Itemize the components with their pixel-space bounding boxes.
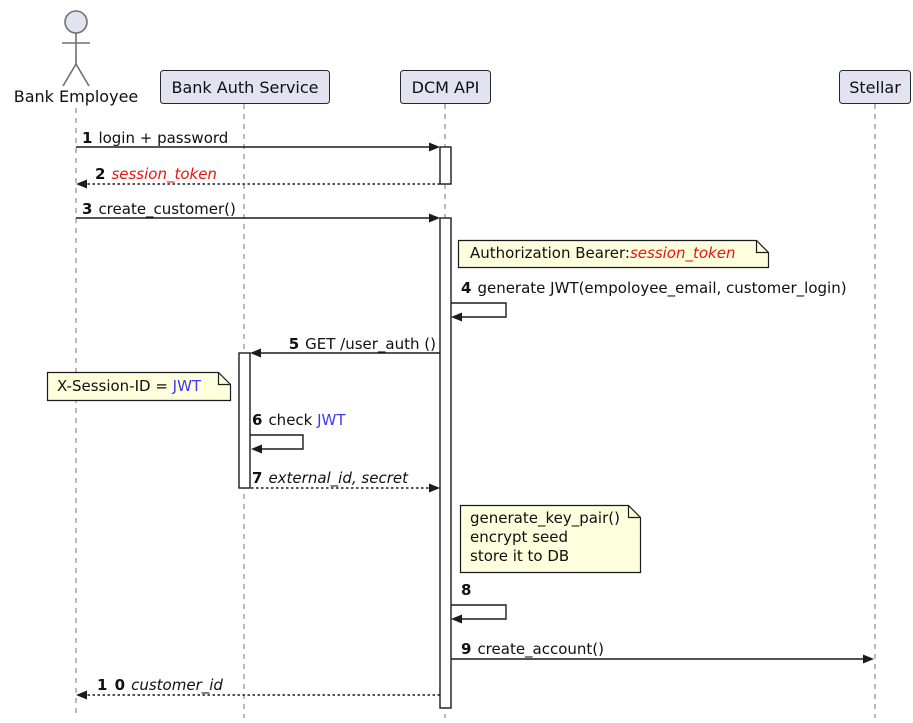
activation-dcm-api-1: [439, 146, 452, 185]
message-text: customer_id: [131, 676, 223, 694]
message-text: session_token: [111, 165, 217, 183]
arrow-msg-6-self: [250, 434, 304, 450]
activation-bars: [238, 146, 452, 709]
activation-dcm-api-2: [439, 217, 452, 709]
participant-stellar: Stellar: [839, 70, 911, 104]
note-shapes: [46, 239, 770, 574]
note-session-id: X-Session-ID = JWT: [57, 377, 201, 396]
message-arrows: [76, 142, 874, 700]
message-number: 1 0: [97, 676, 127, 694]
note-line: generate_key_pair(): [470, 509, 620, 527]
arrow-msg-8-self: [451, 604, 507, 620]
message-text-jwt: JWT: [317, 411, 346, 429]
message-number: 8: [461, 581, 473, 599]
message-number: 5: [288, 335, 301, 353]
participant-bank-auth-service: Bank Auth Service: [160, 70, 330, 104]
message-text: create_customer(): [98, 200, 236, 218]
message-text: external_id, secret: [268, 469, 408, 487]
note-keypair: generate_key_pair() encrypt seed store i…: [470, 509, 620, 566]
note-text: Authorization Bearer:: [470, 244, 630, 262]
message-number: 3: [82, 200, 94, 218]
arrow-msg-4-self: [451, 302, 507, 318]
message-number: 1: [82, 129, 94, 147]
message-number: 4: [461, 279, 473, 297]
note-text-session-token: session_token: [629, 244, 736, 262]
note-authorization: Authorization Bearer:session_token: [470, 244, 735, 263]
message-text: create_account(): [477, 640, 605, 658]
message-text: GET /user_auth (): [305, 335, 436, 353]
note-keypair-shape: [459, 504, 642, 574]
message-label-8: 8: [461, 581, 477, 599]
participant-bank-employee: Bank Employee: [13, 87, 139, 106]
note-session-id-shape: [46, 371, 232, 402]
actor-icon: [62, 10, 90, 87]
message-text: generate JWT(empoloyee_email, customer_l…: [477, 279, 847, 297]
message-number: 2: [95, 165, 107, 183]
activation-bank-auth: [238, 352, 251, 489]
note-text: X-Session-ID =: [57, 377, 173, 395]
note-line: store it to DB: [470, 547, 570, 565]
note-text-jwt: JWT: [172, 377, 202, 395]
message-number: 6: [252, 411, 264, 429]
participant-dcm-api: DCM API: [400, 70, 491, 104]
message-number: 7: [252, 469, 264, 487]
note-line: encrypt seed: [470, 528, 568, 546]
note-authorization-shape: [457, 239, 770, 269]
lifelines: [75, 104, 876, 718]
message-number: 9: [461, 640, 473, 658]
message-text: login + password: [98, 129, 229, 147]
message-text: check: [268, 411, 318, 429]
